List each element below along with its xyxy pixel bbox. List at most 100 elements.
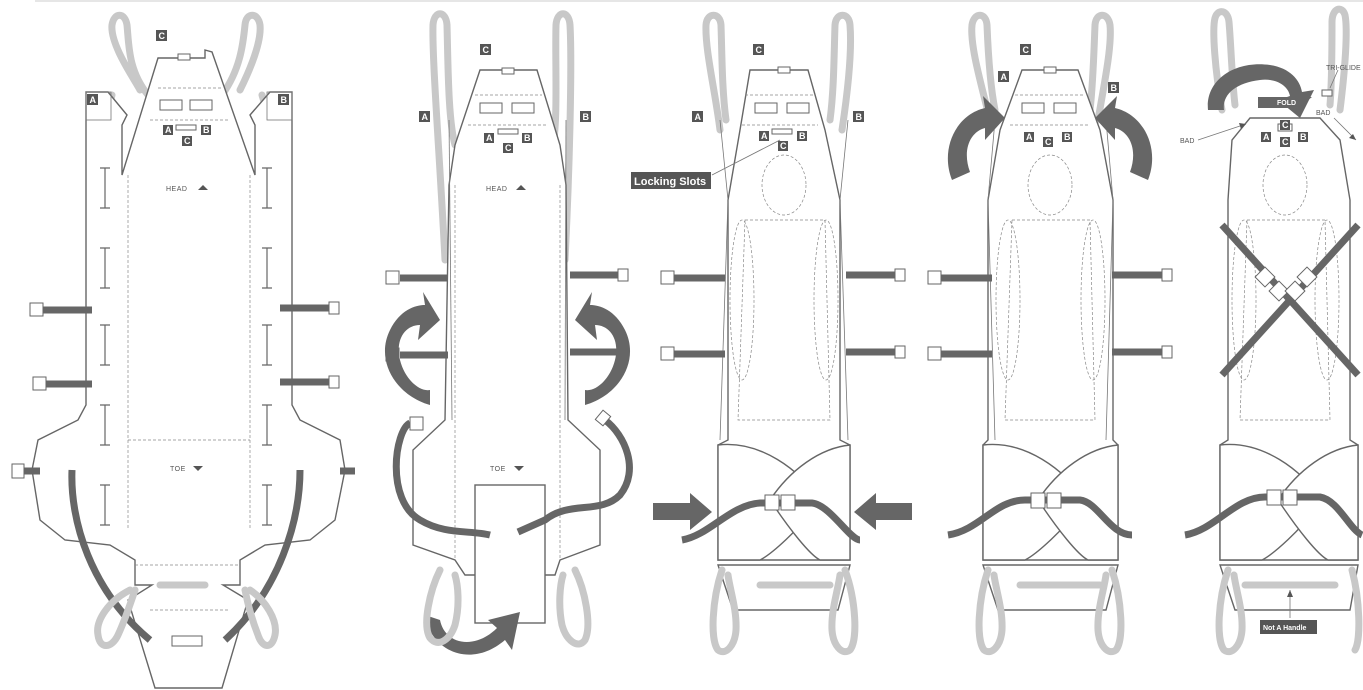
buckle-icon xyxy=(895,346,905,358)
handle-loop xyxy=(830,15,851,130)
label-b: B xyxy=(583,112,590,122)
buckle-icon xyxy=(1267,490,1281,505)
leader-arrow-icon xyxy=(1349,134,1356,140)
handle-slot xyxy=(755,103,777,113)
handle-slot xyxy=(190,100,212,110)
handle-slot xyxy=(160,100,182,110)
handle-loop xyxy=(112,15,148,95)
buckle-icon xyxy=(1047,493,1061,508)
tri-glide-label: TRI-GLIDE xyxy=(1326,65,1361,72)
label-b: B xyxy=(1300,132,1307,142)
buckle-icon xyxy=(765,495,779,510)
buckle-icon xyxy=(1283,490,1297,505)
handle-loop xyxy=(972,15,995,120)
buckle-icon xyxy=(1044,67,1056,73)
label-a: A xyxy=(1263,132,1270,142)
handle-loop xyxy=(706,15,726,130)
label-b: B xyxy=(799,131,806,141)
handle-loop xyxy=(222,15,260,95)
toe-flap xyxy=(475,485,545,623)
step-3-wrapped: Locking Slots A B C A B C xyxy=(631,15,912,651)
buckle-icon xyxy=(33,377,46,390)
push-arrow-icon xyxy=(854,493,912,530)
buckle-icon xyxy=(618,269,628,281)
label-b: B xyxy=(1111,83,1118,93)
step-1-flat-stretcher: A B C A B C HEAD TOE xyxy=(12,15,355,688)
label-c: C xyxy=(1282,120,1289,130)
label-a: A xyxy=(695,112,702,122)
toe-label: TOE xyxy=(170,466,186,473)
label-c: C xyxy=(505,143,512,153)
buckle-icon xyxy=(1162,269,1172,281)
buckle-icon xyxy=(928,271,941,284)
buckle-icon xyxy=(1162,346,1172,358)
handle-loop xyxy=(245,590,275,646)
label-b: B xyxy=(856,112,863,122)
bad-label-left: BAD xyxy=(1180,138,1194,145)
label-b: B xyxy=(203,125,210,135)
handle-slot xyxy=(787,103,809,113)
label-a: A xyxy=(422,112,429,122)
buckle-icon xyxy=(1031,493,1045,508)
handle-loop xyxy=(1352,570,1359,650)
handle-slot xyxy=(480,103,502,113)
handle-slot xyxy=(512,103,534,113)
fold-label: FOLD xyxy=(1277,100,1296,107)
label-c: C xyxy=(1282,137,1289,147)
buckle-icon xyxy=(778,67,790,73)
label-a: A xyxy=(1026,132,1033,142)
fold-arrow-icon xyxy=(1208,64,1314,118)
buckle-icon xyxy=(781,495,795,510)
not-a-handle-callout: Not A Handle xyxy=(1263,625,1307,632)
step-2-curl-sides: A B C A B C HEAD TOE xyxy=(385,14,630,655)
rotate-arrow-icon xyxy=(385,292,440,405)
label-a: A xyxy=(1001,72,1008,82)
label-c: C xyxy=(1045,137,1052,147)
fold-arrow-icon xyxy=(425,612,520,655)
buckle-icon xyxy=(12,464,24,478)
buckle-icon xyxy=(661,271,674,284)
label-b: B xyxy=(1064,132,1071,142)
handle-loop xyxy=(1090,15,1110,120)
buckle-icon xyxy=(410,417,423,430)
buckle-icon xyxy=(661,347,674,360)
push-arrow-icon xyxy=(653,493,712,530)
label-b: B xyxy=(524,133,531,143)
label-a: A xyxy=(90,95,97,105)
label-c: C xyxy=(159,31,166,41)
handle-slot xyxy=(1054,103,1076,113)
wrap-edge xyxy=(840,120,848,440)
locking-slot xyxy=(176,125,196,130)
buckle-icon xyxy=(178,54,190,60)
locking-slots-callout: Locking Slots xyxy=(634,176,706,188)
buckle-icon xyxy=(928,347,941,360)
label-b: B xyxy=(281,95,288,105)
buckle-icon xyxy=(386,271,399,284)
label-c: C xyxy=(483,45,490,55)
head-label: HEAD xyxy=(486,186,507,193)
buckle-icon xyxy=(329,376,339,388)
label-c: C xyxy=(184,136,191,146)
handle-loop xyxy=(560,570,588,644)
step-5-fold-and-strap: FOLD TRI-GLIDE BAD BAD Not A Handle C A … xyxy=(1180,9,1362,652)
bad-label-right: BAD xyxy=(1316,110,1330,117)
buckle-icon xyxy=(502,68,514,74)
buckle-icon xyxy=(329,302,339,314)
label-a: A xyxy=(761,131,768,141)
label-a: A xyxy=(486,133,493,143)
label-a: A xyxy=(165,125,172,135)
tri-glide-icon xyxy=(1322,90,1332,96)
label-c: C xyxy=(1023,45,1030,55)
handle-slot xyxy=(172,636,202,646)
buckle-icon xyxy=(30,303,43,316)
handle-slot xyxy=(1022,103,1044,113)
locking-slot xyxy=(772,129,792,134)
buckle-icon xyxy=(895,269,905,281)
label-c: C xyxy=(780,141,787,151)
step-4-close-head: A B C A B C xyxy=(928,15,1172,651)
label-c: C xyxy=(756,45,763,55)
head-label: HEAD xyxy=(166,186,187,193)
toe-label: TOE xyxy=(490,466,506,473)
locking-slot xyxy=(498,129,518,134)
